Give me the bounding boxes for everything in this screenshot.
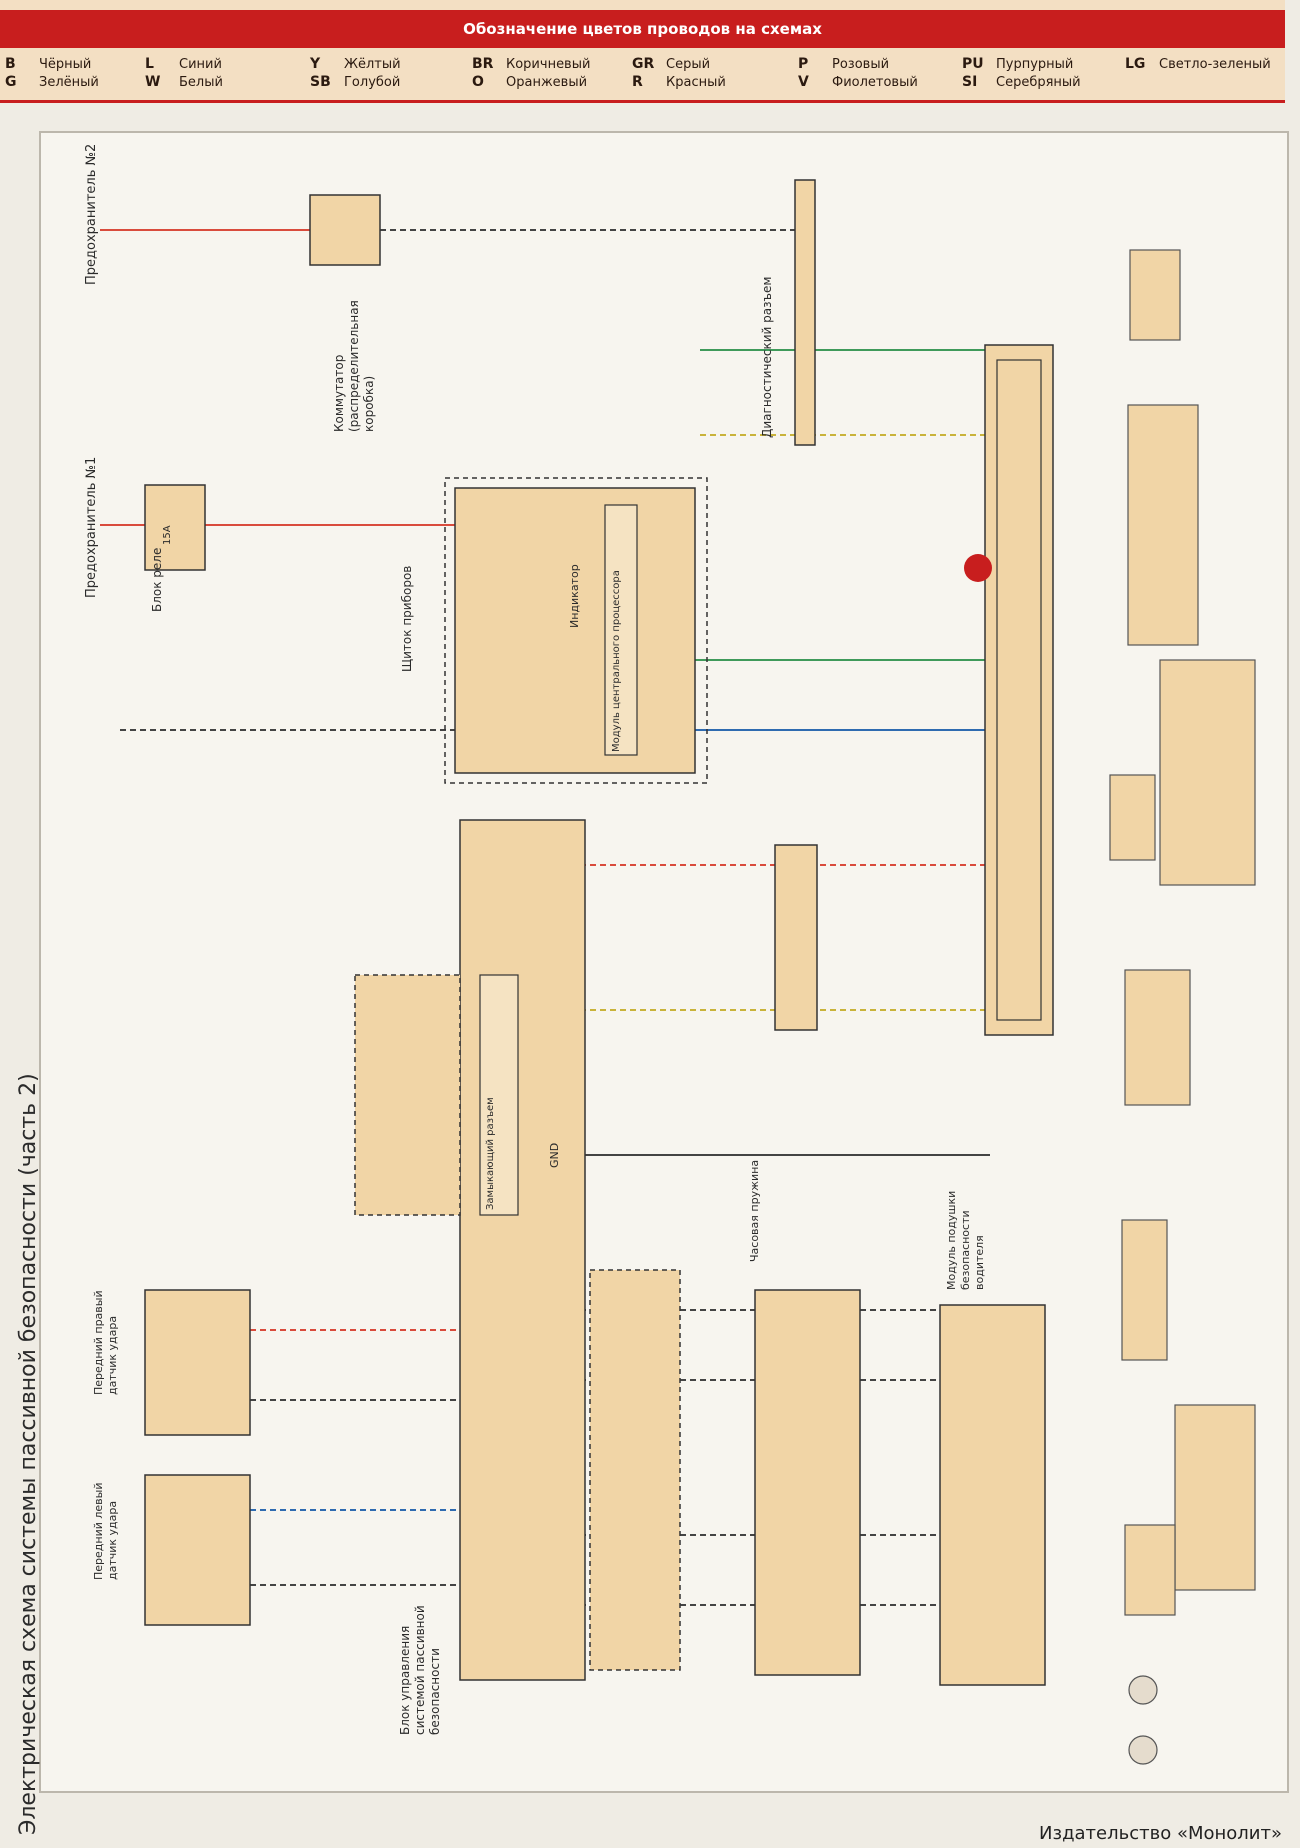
fuse2-label: Предохранитель №2 (84, 143, 99, 285)
fuse-rating-label: 15A (162, 525, 173, 545)
connector-thumbnail (1127, 404, 1199, 646)
legend-title: Обозначение цветов проводов на схемах (0, 10, 1285, 48)
airbag-module-label: Модуль подушки безопасности водителя (945, 1190, 986, 1290)
connector-thumbnail (1128, 1735, 1158, 1765)
airbag-ecu-block (459, 819, 586, 1681)
switch-box (309, 194, 381, 266)
connector-thumbnail (1124, 1524, 1176, 1616)
connector-thumbnail (1128, 1675, 1158, 1705)
switch-box-label: Коммутатор (распределительная коробка) (332, 300, 376, 432)
front-left-sensor-label: Передний левый датчик удара (92, 1482, 119, 1581)
airbag-module-block (939, 1304, 1046, 1686)
front-right-sensor-block (144, 1289, 251, 1436)
publisher-label: Издательство «Монолит» (1039, 1823, 1282, 1844)
wiring-diagram (39, 131, 1289, 1793)
gnd-label: GND (548, 1142, 561, 1168)
connector-thumbnail (1129, 249, 1181, 341)
connector-thumbnail (1174, 1404, 1256, 1591)
shorting-connector-area (354, 974, 461, 1216)
front-left-sensor-block (144, 1474, 251, 1626)
clock-spring-block (754, 1289, 861, 1676)
shorting-connector (479, 974, 519, 1216)
switch-group (589, 1269, 681, 1671)
cpu-module-label: Модуль центрального процессора (611, 570, 622, 752)
jc-can-block-2 (984, 344, 1054, 1036)
clock-spring-label: Часовая пружина (748, 1159, 761, 1262)
warning-marker-icon (964, 554, 992, 582)
cpu-module-block (604, 504, 638, 756)
jc-can-block-1 (774, 844, 818, 1031)
connector-thumbnail (1124, 969, 1191, 1106)
fuse-block (144, 484, 206, 571)
diagram-title: Электрическая схема системы пассивной бе… (16, 1073, 41, 1835)
jc-can-inner (996, 359, 1042, 1021)
airbag-ecu-label: Блок управления системой пассивной безоп… (398, 1605, 442, 1735)
diag-connector-label: Диагностический разъем (760, 276, 774, 438)
connector-thumbnail (1159, 659, 1256, 886)
front-right-sensor-label: Передний правый датчик удара (92, 1290, 119, 1395)
connector-thumbnail (1121, 1219, 1168, 1361)
fuse1-label: Предохранитель №1 (84, 456, 99, 598)
fuse-block-label: Блок реле (150, 547, 164, 612)
diagnostic-connector (794, 179, 816, 446)
indicator-label: Индикатор (568, 564, 581, 628)
connector-thumbnail (1109, 774, 1156, 861)
instrument-panel-outline (444, 477, 708, 784)
instrument-panel-block (454, 487, 696, 774)
shorting-connector-label: Замыкающий разъем (485, 1097, 496, 1210)
instrument-panel-label: Щиток приборов (400, 565, 414, 672)
